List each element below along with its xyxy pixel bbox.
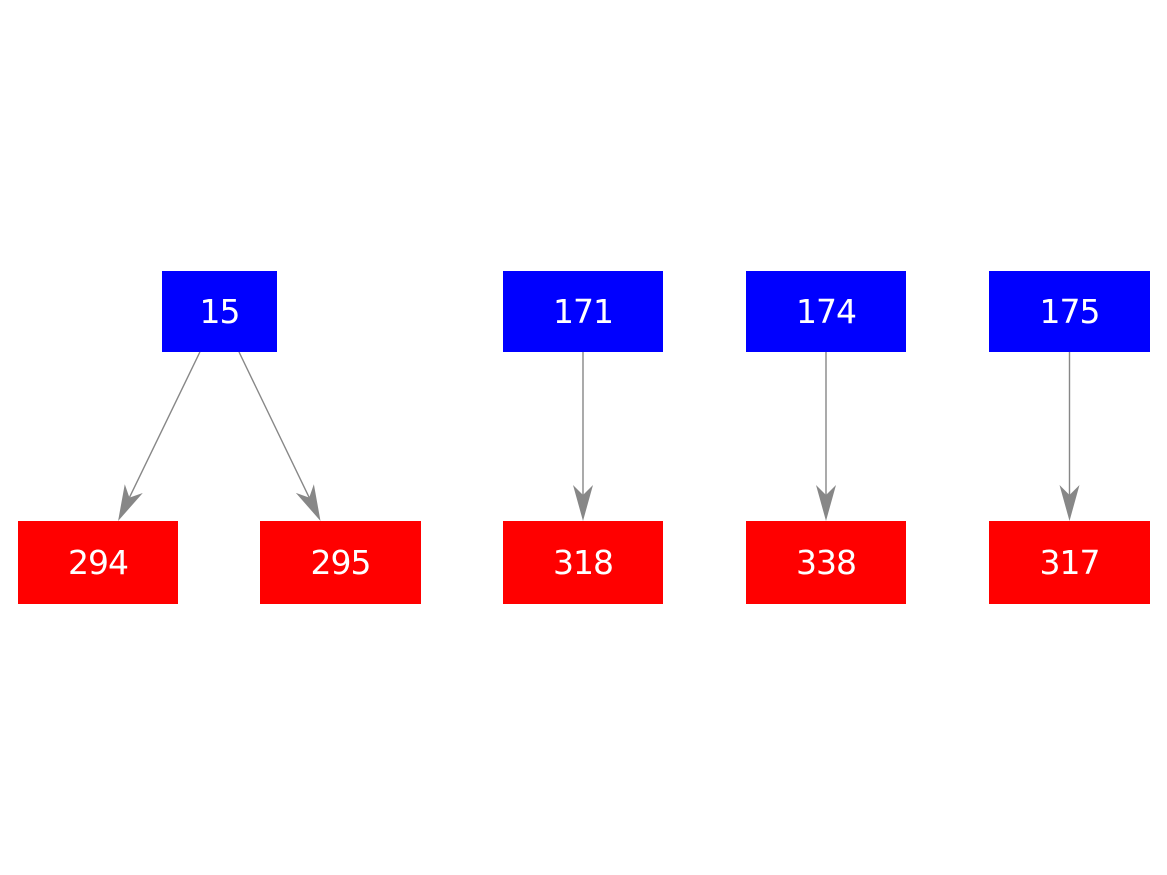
graph-node-318: 318 bbox=[503, 521, 663, 604]
node-label: 174 bbox=[796, 292, 857, 331]
node-label: 318 bbox=[553, 543, 614, 582]
graph-node-317: 317 bbox=[989, 521, 1150, 604]
graph-node-15: 15 bbox=[162, 271, 277, 352]
graph-node-338: 338 bbox=[746, 521, 906, 604]
node-label: 15 bbox=[199, 292, 241, 331]
graph-node-174: 174 bbox=[746, 271, 906, 352]
node-label: 294 bbox=[68, 543, 129, 582]
node-label: 171 bbox=[553, 292, 614, 331]
graph-node-171: 171 bbox=[503, 271, 663, 352]
graph-node-175: 175 bbox=[989, 271, 1150, 352]
node-label: 317 bbox=[1039, 543, 1101, 582]
graph-node-295: 295 bbox=[260, 521, 421, 604]
node-label: 175 bbox=[1039, 292, 1101, 331]
node-label: 338 bbox=[796, 543, 857, 582]
graph-node-294: 294 bbox=[18, 521, 178, 604]
node-label: 295 bbox=[310, 543, 372, 582]
